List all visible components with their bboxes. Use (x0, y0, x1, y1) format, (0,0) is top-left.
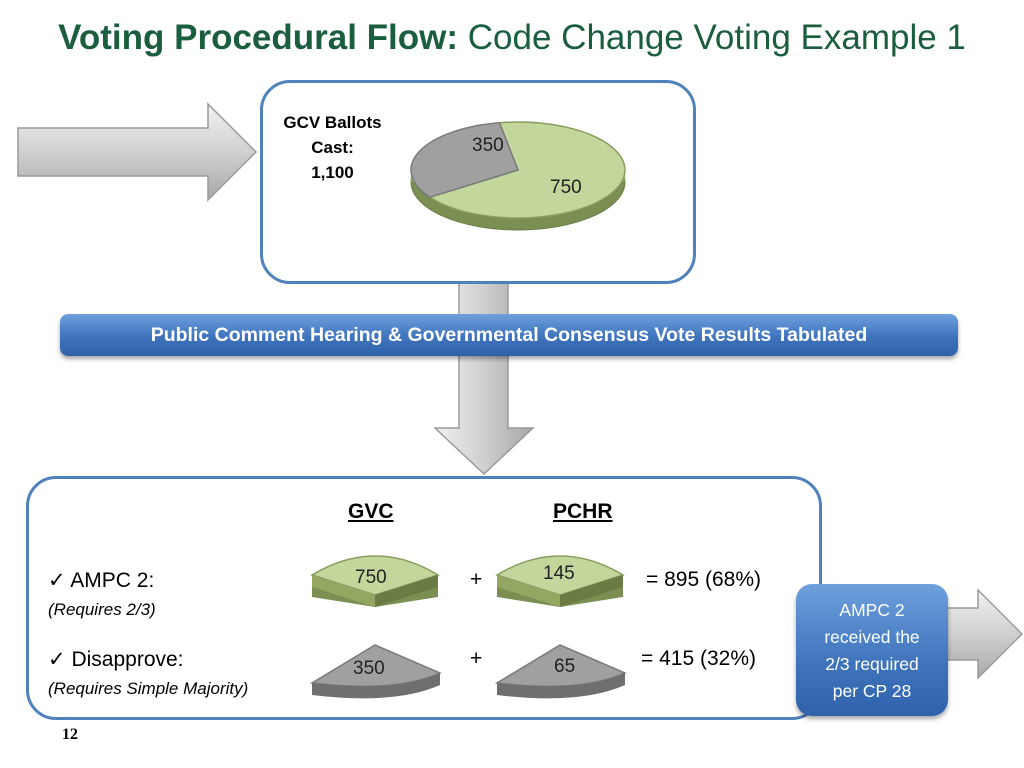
ampc-result: = 895 (68%) (646, 568, 761, 591)
note-line3: 2/3 required (825, 654, 919, 674)
pie-slice-750 (428, 121, 626, 219)
plus-ampc: + (470, 568, 483, 591)
ampc2-requirement: (Requires 2/3) (48, 600, 156, 619)
gvc-ampc-slice (310, 555, 440, 607)
pchr-ampc-value: 145 (543, 563, 575, 584)
pchr-header: PCHR (553, 500, 613, 523)
plus-disapprove: + (470, 647, 483, 670)
disapprove-result: = 415 (32%) (641, 647, 756, 670)
ballots-pie-chart: 750 350 (410, 121, 626, 231)
title-normal: Code Change Voting Example 1 (467, 18, 966, 57)
pchr-disapprove-value: 65 (554, 656, 575, 677)
gcv-label-line3: 1,100 (311, 163, 354, 182)
note-line1: AMPC 2 (839, 600, 905, 620)
entry-arrow (17, 102, 258, 202)
pie-slice-350 (410, 121, 519, 199)
page-number: 12 (62, 726, 78, 743)
pie-label-350: 350 (472, 135, 504, 156)
gvc-ampc-value: 750 (355, 567, 387, 588)
disapprove-requirement: (Requires Simple Majority) (48, 679, 249, 698)
pie-label-750: 750 (550, 177, 582, 198)
check-icon: ✓ (48, 648, 66, 671)
pchr-ampc-slice (495, 555, 625, 607)
gvc-disapprove-value: 350 (353, 658, 385, 679)
down-arrow (433, 281, 535, 476)
note-line2: received the (824, 627, 920, 647)
gvc-disapprove-slice (309, 644, 442, 699)
disapprove-text: Disapprove: (71, 648, 184, 671)
tabulation-banner: Public Comment Hearing & Governmental Co… (60, 314, 958, 356)
gcv-label-line1: GCV Ballots (283, 113, 382, 132)
ampc2-text: AMPC 2: (70, 569, 155, 592)
ampc-note-callout: AMPC 2 received the 2/3 required per CP … (796, 584, 948, 716)
gcv-ballots-label: GCV Ballots Cast: 1,100 (270, 110, 395, 185)
note-line4: per CP 28 (832, 681, 912, 701)
page-title: Voting Procedural Flow: Code Change Voti… (0, 18, 1024, 58)
title-bold: Voting Procedural Flow: (58, 18, 459, 57)
gcv-label-line2: Cast: (311, 138, 354, 157)
ampc2-label: ✓ AMPC 2: (48, 568, 154, 593)
check-icon: ✓ (48, 569, 66, 592)
pchr-disapprove-slice (494, 644, 627, 699)
disapprove-label: ✓ Disapprove: (48, 647, 184, 672)
exit-arrow (937, 588, 1024, 680)
results-slices: 750 145 350 65 (309, 555, 627, 699)
gvc-header: GVC (348, 500, 394, 523)
